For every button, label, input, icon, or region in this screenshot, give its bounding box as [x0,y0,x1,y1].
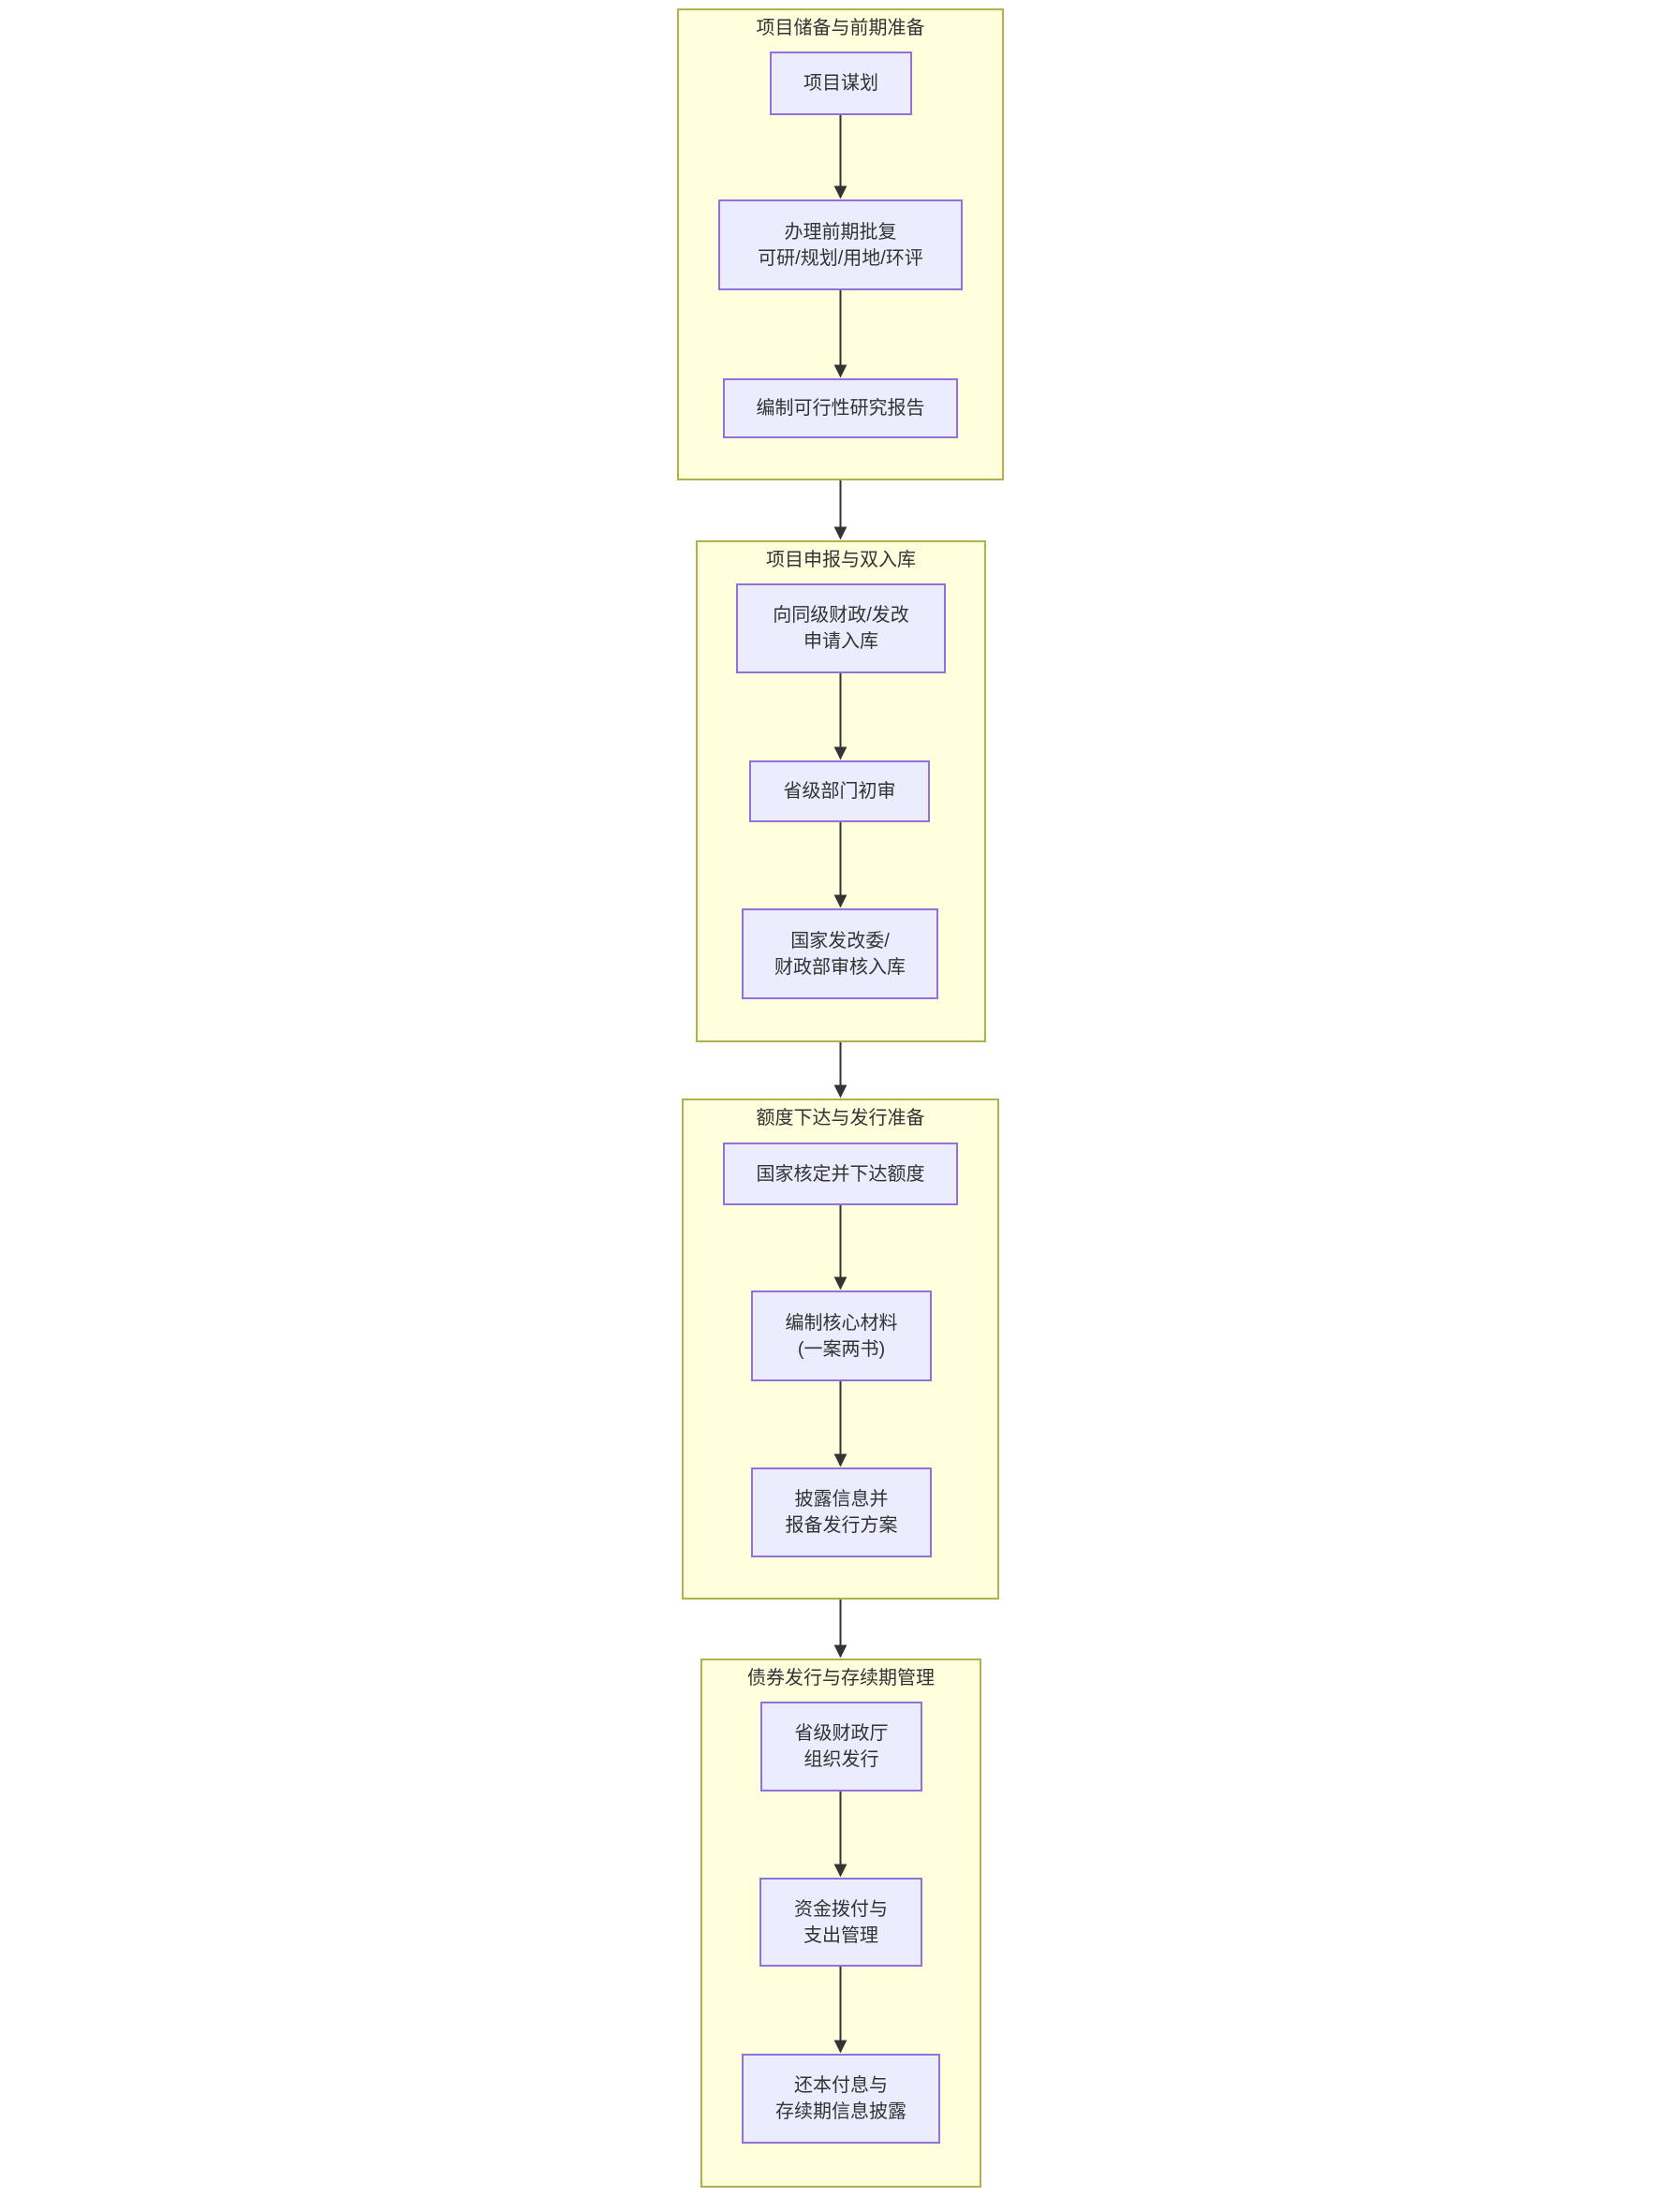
flow-node-2-2: 省级部门初审 [749,760,930,822]
flow-node-line: 可研/规划/用地/环评 [758,247,923,269]
stage-title: 项目储备与前期准备 [756,18,925,38]
flow-node-line: (一案两书) [797,1338,886,1360]
flow-node-line: 资金拨付与 [794,1898,888,1920]
flow-node-3-2: 编制核心材料 (一案两书) [751,1290,932,1381]
flow-node-line: 国家核定并下达额度 [756,1163,925,1185]
flow-node-4-3: 还本付息与 存续期信息披露 [742,2054,940,2144]
flow-node-line: 披露信息并 [794,1489,889,1510]
stage-title: 额度下达与发行准备 [756,1108,925,1128]
stage-title: 债券发行与存续期管理 [747,1668,935,1688]
stage-title: 项目申报与双入库 [766,550,916,570]
flow-node-line: 财政部审核入库 [774,956,906,978]
flow-node-3-1: 国家核定并下达额度 [723,1143,958,1205]
flow-node-line: 项目谋划 [803,73,878,94]
flow-node-line: 还本付息与 [794,2075,888,2096]
flow-node-line: 编制核心材料 [785,1312,898,1334]
flow-node-line: 办理前期批复 [784,221,897,243]
flow-node-2-1: 向同级财政/发改 申请入库 [736,583,946,673]
flow-node-4-1: 省级财政厅 组织发行 [760,1702,922,1792]
flow-node-1-1: 项目谋划 [770,52,912,115]
flow-node-line: 存续期信息披露 [775,2101,906,2122]
flow-node-line: 支出管理 [803,1924,878,1946]
flow-node-line: 向同级财政/发改 [773,605,909,626]
flow-node-2-3: 国家发改委/ 财政部审核入库 [742,908,938,999]
flow-node-line: 省级部门初审 [783,781,896,802]
flow-node-4-2: 资金拨付与 支出管理 [759,1878,922,1967]
flow-node-line: 报备发行方案 [785,1515,898,1536]
flow-node-line: 国家发改委/ [790,930,890,951]
flow-node-line: 编制可行性研究报告 [756,398,925,419]
flow-node-1-2: 办理前期批复 可研/规划/用地/环评 [718,199,963,290]
flow-node-line: 申请入库 [803,631,878,652]
flow-node-line: 组织发行 [803,1749,879,1770]
flow-node-1-3: 编制可行性研究报告 [723,378,958,438]
flow-node-line: 省级财政厅 [794,1723,889,1744]
flow-node-3-3: 披露信息并 报备发行方案 [751,1467,932,1557]
